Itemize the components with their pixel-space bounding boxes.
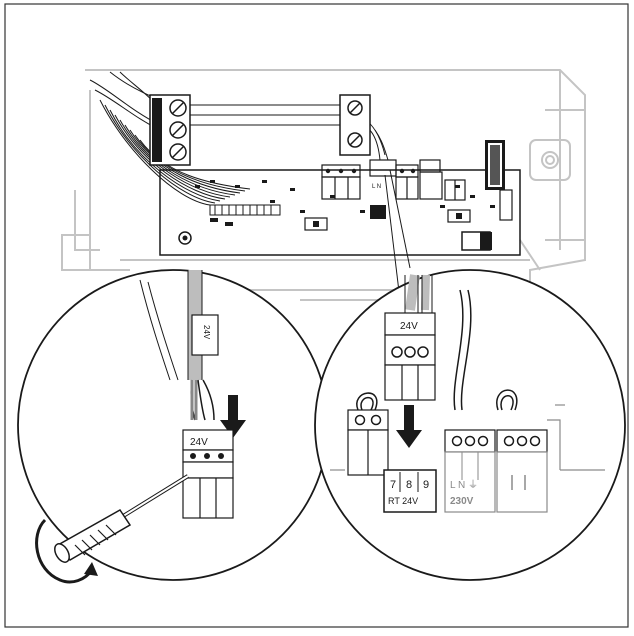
connector-right-label: 24V <box>400 321 418 332</box>
rotate-arrow-icon <box>35 518 94 584</box>
rt-label-text: RT 24V <box>388 496 418 506</box>
arrow-down-icon-right <box>396 405 422 448</box>
screwdriver-icon <box>54 474 190 563</box>
detail-circle-right: 24V 7 8 9 RT 24V <box>314 269 626 581</box>
cable-tag-label: 24V <box>202 325 211 340</box>
cable-clamps <box>149 94 371 166</box>
rt-terminal-label <box>383 469 437 513</box>
terminal-number-9: 9 <box>423 479 429 491</box>
cable-tag <box>191 314 219 356</box>
connector-top-label: 24V <box>408 324 410 326</box>
detail-leader-lines <box>384 169 411 301</box>
mains-symbols-label: L N ⏚ <box>450 479 478 491</box>
terminal-number-8: 8 <box>406 479 412 491</box>
control-board: L N <box>159 140 521 256</box>
connector-left-label: 24V <box>190 437 208 448</box>
detail-circle-left: 24V 24V <box>17 269 329 584</box>
mains-voltage-label: 230V <box>450 496 474 507</box>
arrow-down-icon <box>220 395 246 438</box>
terminal-number-7: 7 <box>390 479 396 491</box>
board-terminal-label: L N <box>372 184 381 190</box>
